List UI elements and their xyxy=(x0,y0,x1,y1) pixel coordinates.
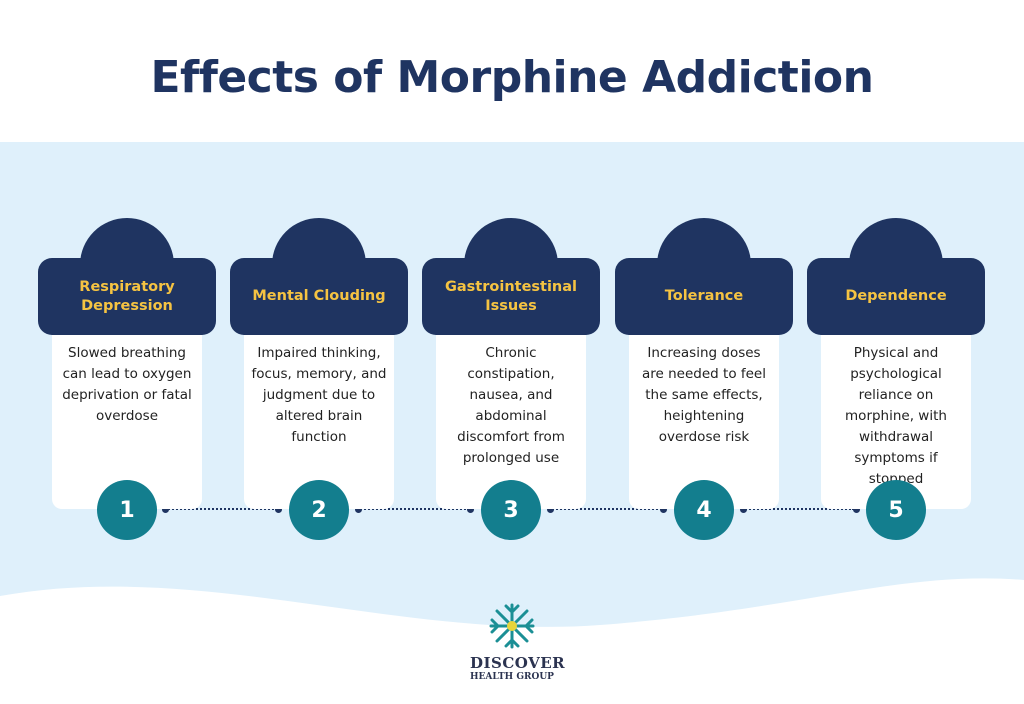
page-title: Effects of Morphine Addiction xyxy=(150,52,874,103)
connector-dot xyxy=(547,506,554,513)
connector-dot xyxy=(162,506,169,513)
effect-card: Respiratory Depression Slowed breathing … xyxy=(38,218,216,548)
connector xyxy=(165,508,277,512)
connector-dot xyxy=(853,506,860,513)
connector xyxy=(357,508,469,512)
step-number: 4 xyxy=(674,480,734,540)
neuron-icon xyxy=(489,603,535,649)
brand-subtitle: HEALTH GROUP xyxy=(470,672,554,682)
effect-card: Tolerance Increasing doses are needed to… xyxy=(615,218,793,548)
connector-dot xyxy=(740,506,747,513)
step-number: 3 xyxy=(481,480,541,540)
connector xyxy=(549,508,662,512)
brand-name: DISCOVER xyxy=(470,654,566,672)
effect-card: Mental Clouding Impaired thinking, focus… xyxy=(230,218,408,548)
step-number: 5 xyxy=(866,480,926,540)
connector-dot xyxy=(660,506,667,513)
step-number: 2 xyxy=(289,480,349,540)
effect-title: Respiratory Depression xyxy=(38,258,216,335)
effect-title: Gastrointestinal Issues xyxy=(422,258,600,335)
header-band xyxy=(0,0,1024,142)
effect-card: Gastrointestinal Issues Chronic constipa… xyxy=(422,218,600,548)
connector xyxy=(742,508,854,512)
connector-dot xyxy=(355,506,362,513)
effect-title: Tolerance xyxy=(615,258,793,335)
effect-card: Dependence Physical and psychological re… xyxy=(807,218,985,548)
connector-dot xyxy=(467,506,474,513)
step-number: 1 xyxy=(97,480,157,540)
effect-title: Dependence xyxy=(807,258,985,335)
brand-logo: DISCOVER HEALTH GROUP xyxy=(470,602,566,682)
effect-title: Mental Clouding xyxy=(230,258,408,335)
connector-dot xyxy=(275,506,282,513)
